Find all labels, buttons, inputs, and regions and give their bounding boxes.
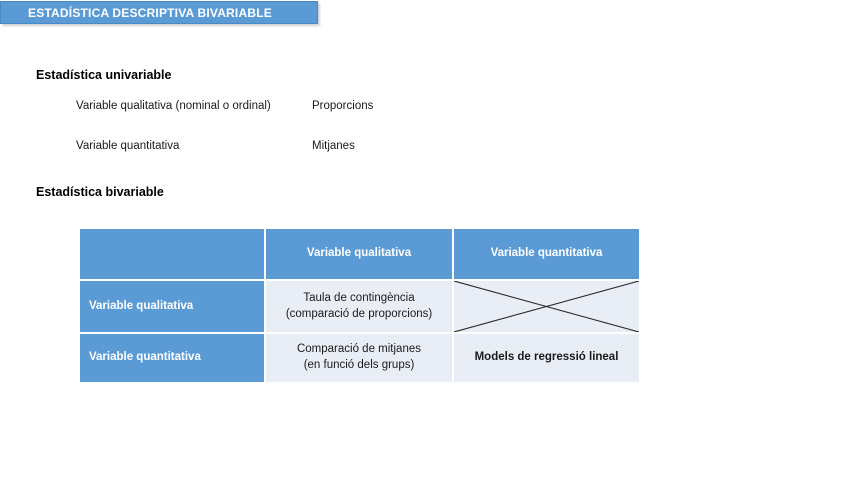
- list-item: Variable quantitativa Mitjanes: [76, 140, 576, 180]
- table-row: Variable qualitativa Taula de contingènc…: [80, 281, 639, 332]
- cell-quant-quant: Models de regressió lineal: [454, 334, 639, 382]
- column-header-qualitativa: Variable qualitativa: [266, 229, 452, 279]
- cell-quant-qual: Comparació de mitjanes (en funció dels g…: [266, 334, 452, 382]
- univariable-row-1-label: Variable quantitativa: [76, 140, 180, 152]
- cell-qual-qual: Taula de contingència (comparació de pro…: [266, 281, 452, 332]
- heading-bivariable: Estadística bivariable: [36, 185, 164, 199]
- table-row: Variable quantitativa Comparació de mitj…: [80, 334, 639, 382]
- univariable-list: Variable qualitativa (nominal o ordinal)…: [76, 100, 576, 180]
- column-header-quantitativa: Variable quantitativa: [454, 229, 639, 279]
- cell-qual-qual-line1: Taula de contingència: [303, 291, 415, 304]
- bivariable-matrix-table: Variable qualitativa Variable quantitati…: [78, 227, 641, 384]
- univariable-row-0-value: Proporcions: [312, 100, 374, 112]
- row-header-quantitativa: Variable quantitativa: [80, 334, 264, 382]
- cell-qual-qual-line2: (comparació de proporcions): [285, 307, 433, 320]
- univariable-row-0-label: Variable qualitativa (nominal o ordinal): [76, 100, 271, 112]
- table-corner-cell: [80, 229, 264, 279]
- row-header-qualitativa: Variable qualitativa: [80, 281, 264, 332]
- cross-out-icon: [454, 281, 639, 332]
- list-item: Variable qualitativa (nominal o ordinal)…: [76, 100, 576, 140]
- table-header-row: Variable qualitativa Variable quantitati…: [80, 229, 639, 279]
- heading-univariable: Estadística univariable: [36, 68, 172, 82]
- cell-quant-qual-line2: (en funció dels grups): [303, 359, 415, 371]
- cell-quant-quant-line1: Models de regressió lineal: [474, 351, 619, 364]
- cell-quant-qual-line1: Comparació de mitjanes: [296, 343, 421, 356]
- cell-qual-quant-crossed: [454, 281, 639, 332]
- slide-title-banner: ESTADÍSTICA DESCRIPTIVA BIVARIABLE: [0, 1, 318, 24]
- slide-title-text: ESTADÍSTICA DESCRIPTIVA BIVARIABLE: [28, 5, 272, 20]
- univariable-row-1-value: Mitjanes: [312, 140, 355, 152]
